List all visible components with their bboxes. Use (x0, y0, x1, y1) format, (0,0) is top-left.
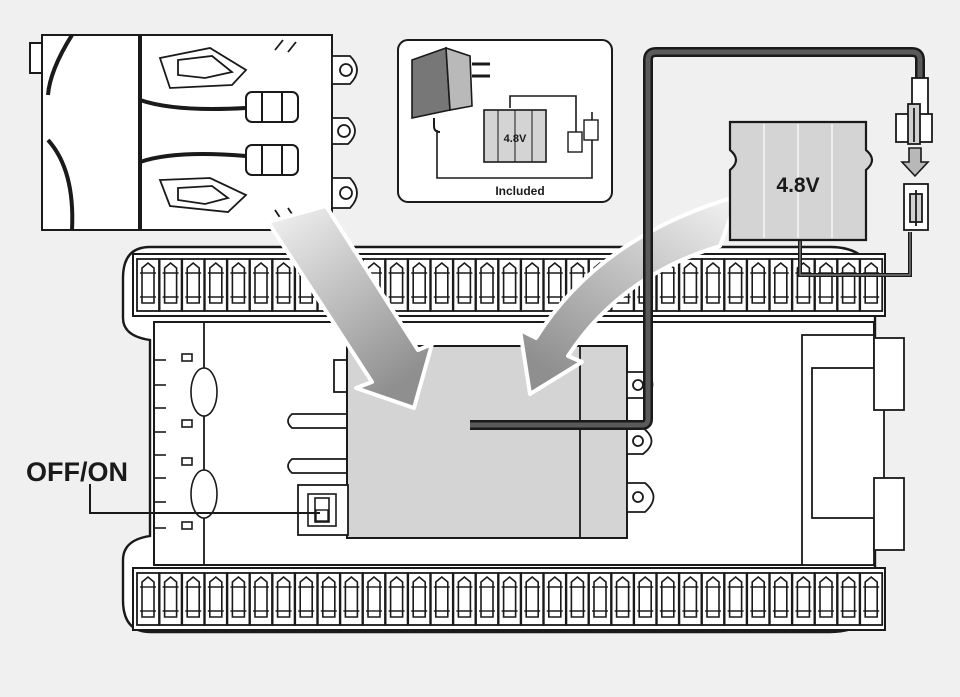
track-link (791, 258, 816, 312)
track-link (429, 258, 454, 312)
track-link (475, 572, 499, 626)
charger-battery-voltage: 4.8V (504, 133, 527, 145)
mount-rods (287, 413, 347, 474)
battery-connector (895, 77, 933, 145)
track-link (226, 258, 251, 312)
track-link (203, 258, 228, 312)
charger-inset: 4.8V Included (397, 39, 613, 203)
track-link (836, 572, 861, 626)
included-caption: Included (495, 184, 544, 198)
track-link (316, 572, 341, 626)
switch-label: OFF/ON (26, 457, 128, 487)
track-link (814, 572, 838, 626)
track-link (158, 572, 183, 626)
track-link (588, 572, 612, 626)
track-bottom (132, 567, 886, 631)
track-link (520, 258, 545, 312)
track-link (181, 572, 206, 626)
power-switch[interactable] (297, 484, 349, 536)
charger-connector-icon (567, 119, 599, 153)
track-link (271, 572, 296, 626)
cable-harness (470, 47, 925, 430)
track-link (226, 572, 251, 626)
track-link (384, 572, 409, 626)
track-link (497, 572, 522, 626)
track-link (339, 572, 364, 626)
track-link (746, 258, 771, 312)
track-link (249, 258, 273, 312)
track-link (791, 572, 816, 626)
track-link (158, 258, 183, 312)
track-link (475, 258, 499, 312)
down-arrow-icon (900, 147, 930, 178)
track-link (362, 572, 386, 626)
track-link (814, 258, 838, 312)
track-link (452, 572, 477, 626)
track-link (723, 258, 748, 312)
track-link (678, 258, 703, 312)
track-link (565, 572, 590, 626)
cover-detail-inset (29, 33, 358, 231)
track-link (768, 258, 793, 312)
track-link (701, 572, 725, 626)
mating-connector (903, 183, 929, 231)
insert-arrow-right (518, 194, 740, 396)
track-link (768, 572, 793, 626)
track-link (542, 572, 567, 626)
rear-block (801, 334, 905, 566)
track-link (271, 258, 296, 312)
track-top (132, 253, 886, 317)
track-link (181, 258, 206, 312)
track-link (701, 258, 725, 312)
track-link (452, 258, 477, 312)
insert-arrow-left (266, 204, 434, 410)
track-link (633, 572, 658, 626)
track-link (859, 258, 884, 312)
track-link (407, 572, 432, 626)
battery-pack (728, 120, 874, 242)
battery-voltage-label: 4.8V (776, 174, 819, 197)
track-link (136, 572, 160, 626)
track-link (136, 258, 160, 312)
track-link (859, 572, 884, 626)
track-link (655, 572, 680, 626)
battery-compartment (333, 345, 655, 539)
track-link (497, 258, 522, 312)
track-link (249, 572, 273, 626)
track-link (746, 572, 771, 626)
track-link (678, 572, 703, 626)
track-link (429, 572, 454, 626)
track-link (610, 572, 635, 626)
track-link (836, 258, 861, 312)
track-link (294, 572, 319, 626)
charger-battery-icon (483, 109, 547, 163)
track-link (407, 258, 432, 312)
track-link (520, 572, 545, 626)
wall-charger-icon (411, 46, 490, 133)
track-link (723, 572, 748, 626)
track-link (203, 572, 228, 626)
switch-leader-line (89, 484, 320, 514)
front-panel (154, 322, 218, 565)
